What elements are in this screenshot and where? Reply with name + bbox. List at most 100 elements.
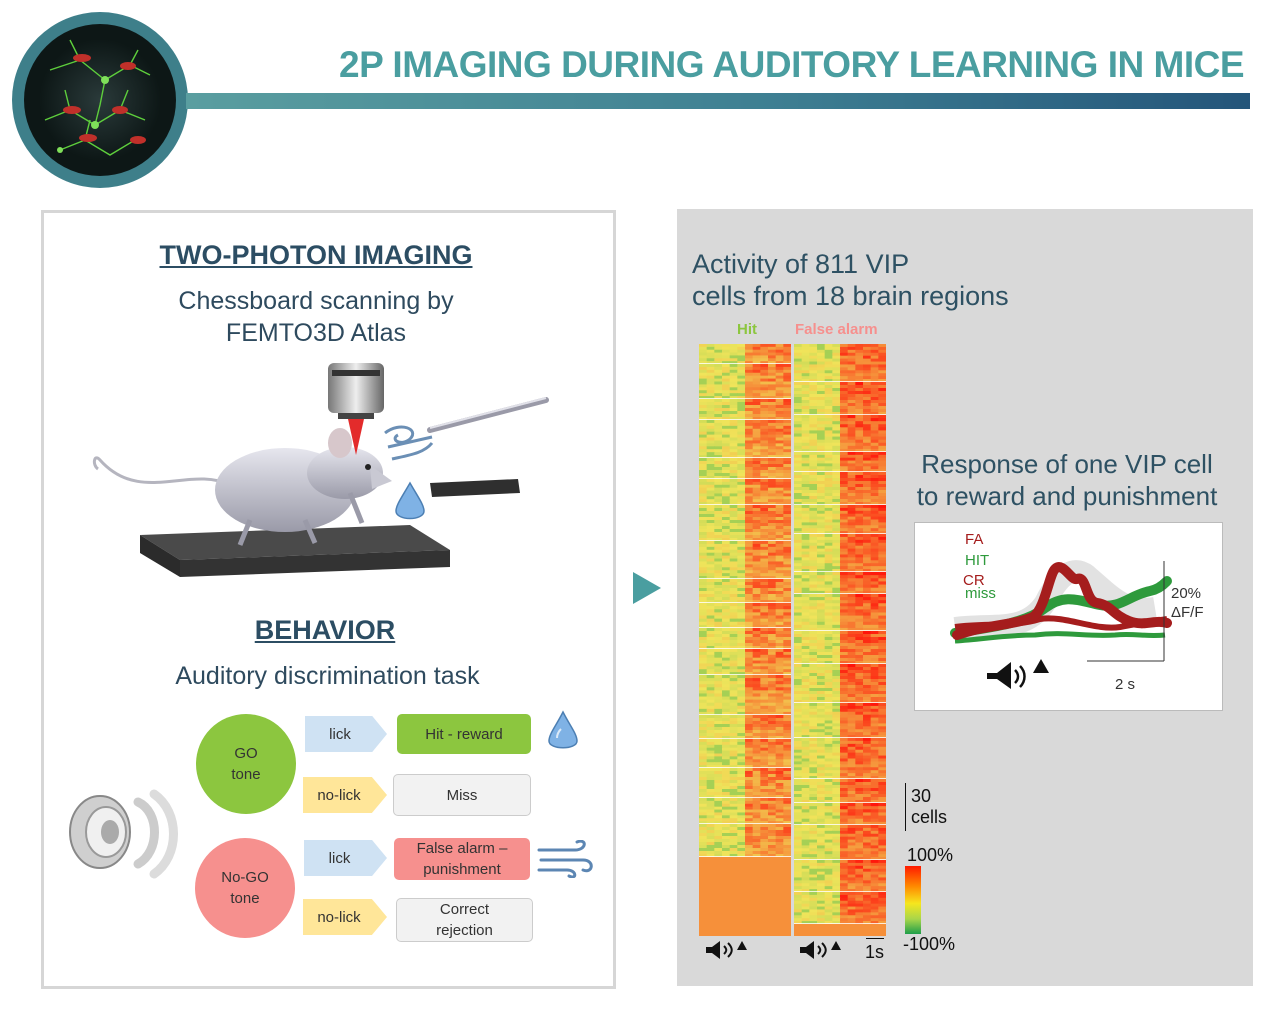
heatmap-cell (801, 714, 810, 719)
heatmap-cell (737, 690, 746, 695)
heatmap-cell (699, 612, 708, 617)
heatmap-cell (729, 827, 738, 831)
heatmap-cell (832, 788, 841, 792)
heatmap-cell (817, 618, 826, 623)
heatmap-cell (794, 536, 803, 541)
heatmap-cell (840, 685, 849, 689)
heatmap-cell (768, 361, 777, 365)
heatmap-cell (794, 415, 803, 419)
heatmap-cell (878, 703, 886, 707)
heatmap-cell (760, 663, 769, 667)
heatmap-cell (729, 699, 738, 704)
heatmap-cell (745, 771, 754, 775)
heatmap-cell (794, 758, 803, 763)
heatmap-cell (783, 452, 791, 456)
heatmap-cell (832, 507, 841, 512)
heatmap-cell (768, 467, 777, 471)
heatmap-cell (847, 915, 856, 919)
heatmap-cell (775, 532, 784, 536)
heatmap-cell (832, 845, 841, 849)
heatmap-cell (745, 812, 754, 816)
heatmap-cell (706, 681, 715, 685)
heatmap-cell (752, 833, 761, 837)
heatmap-cell (863, 915, 872, 919)
heatmap-cell (847, 700, 856, 704)
heatmap-cell (824, 694, 833, 698)
heatmap-cell (714, 352, 723, 357)
heatmap-cell (775, 750, 784, 755)
heatmap-cell (809, 542, 818, 547)
heatmap-cell (840, 782, 849, 786)
heatmap-cell (775, 711, 784, 716)
heatmap-cell (783, 408, 791, 412)
heatmap-cell (783, 699, 791, 704)
heatmap-cell (832, 472, 841, 476)
heatmap-cell (722, 821, 731, 825)
heatmap-cell (832, 631, 841, 635)
heatmap-cell (737, 375, 746, 380)
heatmap-cell (801, 791, 810, 795)
heatmap-cell (847, 409, 856, 413)
heatmap-cell (863, 767, 872, 771)
heatmap-cell (847, 679, 856, 683)
heatmap-cell (855, 883, 864, 887)
heatmap-cell (863, 472, 872, 476)
heatmap-cell (783, 744, 791, 749)
heatmap-cell (863, 717, 872, 722)
go-tone-circle: GO tone (196, 714, 296, 814)
heatmap-cell (840, 839, 849, 844)
heatmap-cell (855, 871, 864, 876)
heatmap-cell (840, 448, 849, 453)
heatmap-cell (699, 718, 708, 722)
heatmap-cell (863, 845, 872, 849)
heatmap-cell (824, 655, 833, 659)
heatmap-cell (783, 812, 791, 816)
heatmap-cell (870, 539, 879, 544)
heatmap-cell (824, 827, 833, 832)
heatmap-cell (752, 702, 761, 707)
heatmap-cell (878, 522, 886, 526)
heatmap-cell (699, 771, 708, 775)
heatmap-cell (775, 561, 784, 565)
heatmap-cell (714, 366, 723, 371)
heatmap-cell (760, 417, 769, 421)
heatmap-cell (863, 454, 872, 459)
heatmap-cell (878, 516, 886, 521)
heatmap-cell (870, 782, 879, 786)
heatmap-cell (722, 724, 731, 728)
heatmap-cell (699, 693, 708, 698)
heatmap-cell (840, 836, 849, 841)
heatmap-cell (855, 655, 864, 659)
heatmap-cell (863, 510, 872, 515)
heatmap-cell (699, 349, 708, 354)
heatmap-cell (832, 600, 841, 604)
heatmap-cell (878, 676, 886, 680)
heatmap-cell (824, 912, 833, 916)
heatmap-cell (855, 531, 864, 535)
heatmap-cell (794, 466, 803, 470)
heatmap-cell (775, 699, 784, 704)
heatmap-cell (847, 818, 856, 823)
heatmap-cell (824, 857, 833, 861)
heatmap-cell (878, 880, 886, 884)
heatmap-cell (729, 815, 738, 819)
heatmap-cell (840, 717, 849, 722)
heatmap-cell (745, 618, 754, 623)
heatmap-cell (752, 582, 761, 586)
heatmap-cell (878, 883, 886, 887)
heatmap-cell (863, 554, 872, 558)
heatmap-cell (699, 588, 708, 592)
heatmap-cell (775, 795, 784, 799)
heatmap-cell (760, 730, 769, 734)
heatmap-cell (737, 364, 746, 368)
heatmap-cell (775, 705, 784, 710)
heatmap-cell (855, 581, 864, 586)
heatmap-cell (878, 842, 886, 847)
heatmap-cell (699, 634, 708, 638)
heatmap-cell (824, 800, 833, 804)
heatmap-cell (775, 702, 784, 707)
heatmap-cell (870, 566, 879, 570)
heatmap-cell (801, 779, 810, 783)
heatmap-cell (722, 842, 731, 846)
heatmap-cell (760, 845, 769, 849)
